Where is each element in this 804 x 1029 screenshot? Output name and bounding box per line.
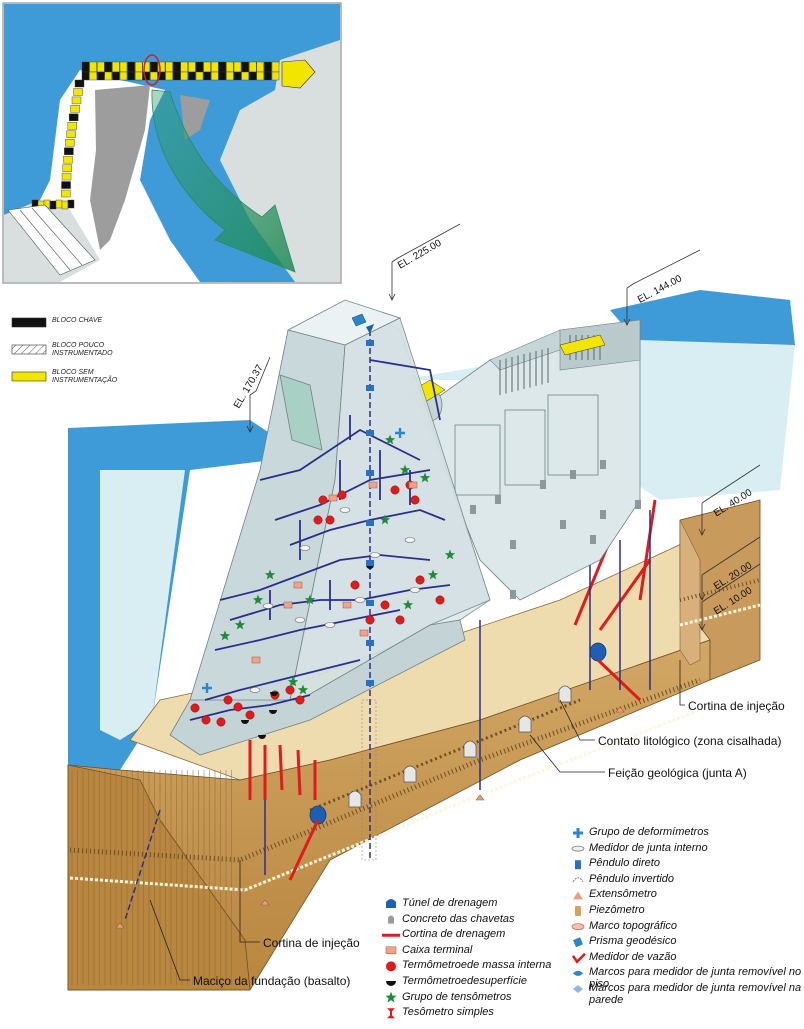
strain-group-icon: [385, 991, 397, 1003]
legend-right-item-1: Medidor de junta interno: [589, 841, 708, 854]
extensometer-icon: [573, 891, 583, 900]
legend-left-item-4: Termômetroede massa interna: [402, 959, 552, 972]
legend-right-item-2: Pêndulo direto: [589, 857, 660, 870]
survey-mark-icon: [571, 923, 585, 930]
legend-right-item-10: Marcos para medidor de junta removível n…: [589, 982, 802, 1006]
drainage-tunnel-icon: [386, 899, 396, 908]
foundation-block: [67, 499, 761, 991]
callout-leaders: [149, 660, 685, 981]
floor-joint-mark-icon: [573, 970, 583, 976]
deformeter-group-icon: [573, 828, 583, 838]
inset-rock: [180, 95, 210, 140]
inset-spillway: [281, 59, 316, 89]
wall-joint-mark-icon: [573, 985, 583, 993]
legend-right-item-5: Piezômetro: [589, 904, 645, 916]
terminal-box-icon: [385, 946, 397, 955]
inset-left-structure: [7, 204, 96, 276]
legend-left-item-5: Termômetroedesuperfície: [402, 975, 527, 987]
inset-flow-arrow: [151, 89, 296, 273]
legend-right-item-0: Grupo de deformímetros: [589, 826, 709, 838]
internal-joint-meter-icon: [571, 845, 585, 852]
callout-feicao-geologica: Feição geológica (junta A): [608, 766, 747, 780]
legend-right-item-7: Prisma geodésico: [589, 935, 677, 948]
legend-left-item-2: Cortina de drenagem: [402, 928, 506, 941]
legend-left-item-7: Tesômetro simples: [402, 1006, 494, 1019]
powerhouse-structure: [404, 319, 641, 601]
legend-left-item-1: Concreto das chavetas: [402, 912, 515, 925]
legend-left-item-6: Grupo de tensômetros: [402, 990, 512, 1003]
legend-left-item-3: Caixa terminal: [402, 943, 473, 956]
block-key-legend: [11, 317, 47, 382]
inset-map: [2, 2, 342, 284]
key-label-sem-instrumentacao: BLOCO SEM INSTRUMENTAÇÃO: [52, 369, 118, 384]
inset-island: [90, 85, 150, 250]
legend-icons: [382, 828, 586, 1019]
inset-right-bank: [220, 40, 340, 282]
key-label-pouco-instrumentado: BLOCO POUCO INSTRUMENTADO: [52, 342, 113, 357]
surface-thermometer-icon: [386, 981, 396, 986]
legend-right-item-6: Marco topográfico: [589, 919, 678, 932]
key-swatch-hatch: [11, 344, 47, 355]
callout-contato-litologico: Contato litológico (zona cisalhada): [598, 734, 782, 748]
single-strain-icon: [387, 1008, 395, 1019]
legend-right-item-4: Extensômetro: [589, 888, 657, 901]
callout-cortina-injecao-right: Cortina de injeção: [688, 699, 785, 713]
piezometer-icon: [575, 906, 581, 916]
callout-macico-fundacao: Maciço da fundação (basalto): [193, 974, 351, 988]
key-swatch-black: [11, 317, 47, 328]
elevation-markers: [246, 223, 761, 631]
legend-right-item-9: Marcos para medidor de junta removível n…: [589, 966, 802, 991]
key-concrete-icon: [388, 915, 394, 924]
internal-thermometer-icon: [386, 961, 396, 972]
inverted-pendulum-icon: [572, 877, 584, 883]
geodesic-prism-icon: [573, 937, 583, 948]
inset-highlight-ellipse: [143, 54, 161, 86]
legend-left-item-0: Túnel de drenagem: [402, 897, 498, 909]
callout-cortina-injecao-left: Cortina de injeção: [263, 936, 360, 950]
inset-dam-blocks: [31, 61, 280, 210]
reservoir-water-right: [610, 290, 795, 345]
flow-meter-icon: [571, 952, 586, 964]
legend-right-item-3: Pêndulo invertido: [589, 872, 675, 885]
key-label-bloco-chave: BLOCO CHAVE: [52, 317, 103, 324]
instrument-network: [189, 313, 456, 739]
key-swatch-yellow: [11, 371, 47, 382]
legend-right-item-8: Medidor de vazão: [589, 950, 677, 963]
upstream-face-backdrop: [100, 470, 185, 740]
direct-pendulum-icon: [575, 860, 581, 870]
